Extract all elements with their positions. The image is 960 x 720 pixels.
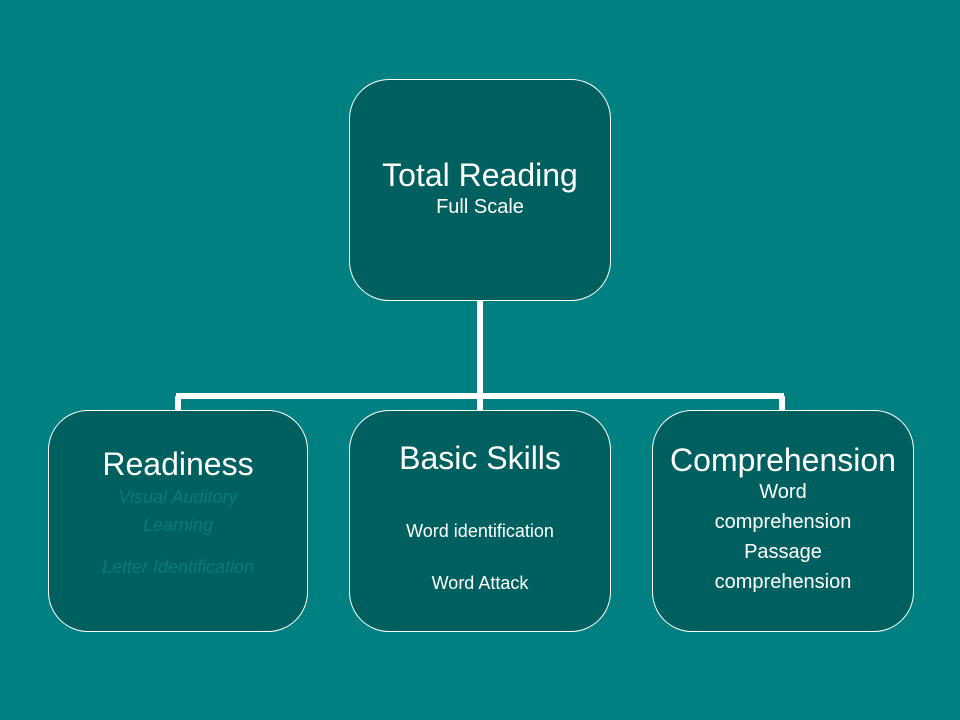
node-line: Learning — [142, 515, 214, 535]
node-basic-skills: Basic Skills Word identification Word At… — [349, 410, 611, 632]
node-comprehension: Comprehension Word comprehension Passage… — [652, 410, 914, 632]
node-subtitle: Full Scale — [436, 196, 524, 218]
node-line: Word Attack — [431, 573, 529, 593]
node-line: Passage — [744, 541, 822, 563]
node-readiness: Readiness Visual Auditory Learning Lette… — [48, 410, 308, 632]
node-line: Word — [759, 481, 807, 503]
node-title: Total Reading — [382, 157, 578, 193]
node-line: Letter Identification — [101, 557, 255, 577]
node-line: Visual Auditory — [118, 487, 238, 507]
node-title: Readiness — [102, 446, 254, 482]
node-total-reading: Total Reading Full Scale — [349, 79, 611, 301]
node-title: Basic Skills — [399, 440, 561, 476]
node-line: comprehension — [714, 571, 852, 593]
node-line: Word identification — [406, 521, 554, 541]
node-title: Comprehension — [670, 442, 896, 478]
node-line: comprehension — [714, 511, 852, 533]
